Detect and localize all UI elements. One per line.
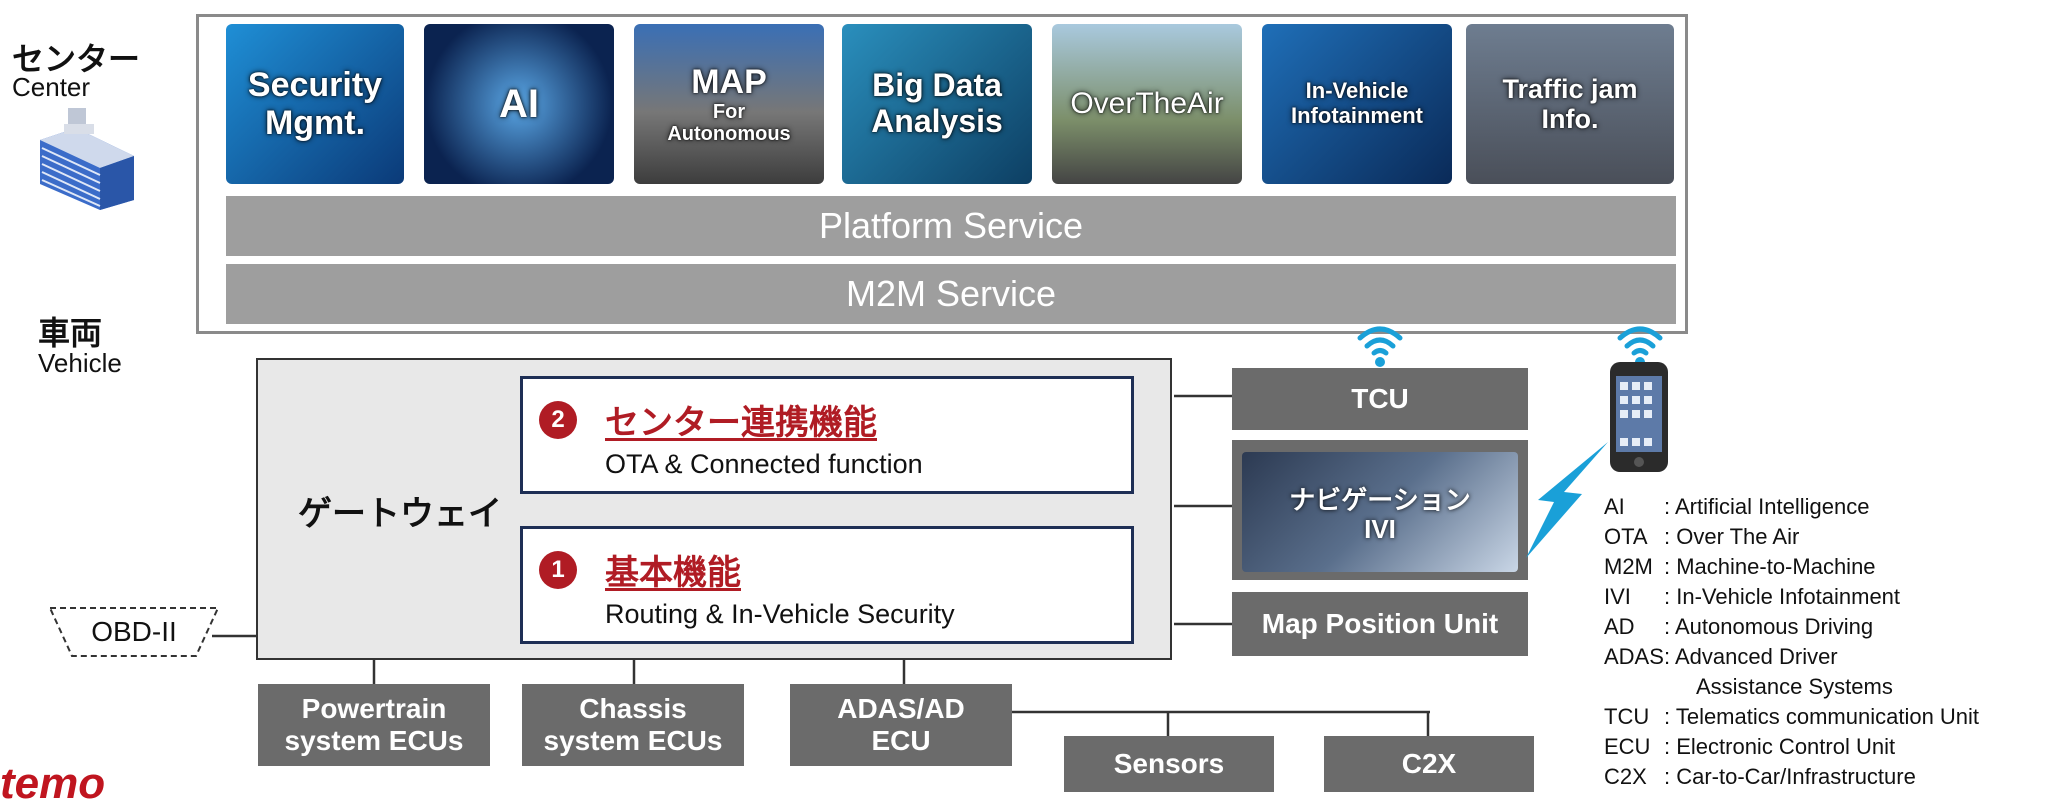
tile-text: Security [247, 65, 383, 104]
legend-row: TCU : Telematics communication Unit [1604, 704, 2044, 734]
tile-text: MAP [691, 62, 767, 101]
tile-text: Traffic jam [1502, 73, 1638, 104]
obd-label: OBD-II [91, 616, 177, 647]
legend-abbr: AI [1604, 494, 1625, 519]
legend-abbr: M2M [1604, 554, 1653, 579]
ecu-label: Powertrain [301, 692, 447, 724]
tile-traffic-jam: Traffic jam Info. [1466, 24, 1674, 184]
m2m-service-bar: M2M Service [226, 264, 1676, 324]
building-icon [40, 108, 134, 210]
tile-text: Infotainment [1291, 103, 1423, 128]
tile-security-mgmt: Security Mgmt. [226, 24, 404, 184]
legend-row: C2X : Car-to-Car/Infrastructure [1604, 764, 2044, 794]
tile-text: AI [499, 81, 539, 126]
vehicle-label-jp: 車両 [38, 314, 103, 352]
tcu-box: TCU [1232, 368, 1528, 430]
adas-ecu-box: ADAS/AD ECU [790, 684, 1012, 766]
navigation-ivi-box: ナビゲーション IVI [1232, 440, 1528, 580]
ivi-label: IVI [1364, 514, 1396, 544]
legend-row: OTA : Over The Air [1604, 524, 2044, 554]
ecu-label: system ECUs [284, 725, 464, 756]
function-title: 基本機能 [605, 553, 741, 593]
legend-abbr: ECU [1604, 734, 1651, 759]
tile-ai: AI [424, 24, 614, 184]
vehicle-label-en: Vehicle [38, 348, 122, 378]
tile-text: Mgmt. [264, 104, 366, 142]
legend-abbr: ADAS [1604, 644, 1664, 669]
tile-text: Big Data [872, 67, 1002, 104]
legend-abbr: TCU [1604, 704, 1650, 729]
legend-abbr: C2X [1604, 764, 1647, 789]
legend-row: AD : Autonomous Driving [1604, 614, 2044, 644]
center-label-jp: センター [12, 40, 141, 78]
legend-desc: : Over The Air [1664, 524, 1800, 549]
function-box-basic: 1 基本機能 Routing & In-Vehicle Security [520, 526, 1134, 644]
function-number-badge: 1 [539, 551, 577, 589]
legend-row: AI : Artificial Intelligence [1604, 494, 2044, 524]
tile-text: Autonomous [667, 123, 791, 146]
company-logo: temo [0, 759, 106, 808]
legend-row: M2M : Machine-to-Machine [1604, 554, 2044, 584]
legend-desc: : Advanced Driver [1664, 644, 1838, 669]
tile-over-the-air: OverTheAir [1052, 24, 1242, 184]
legend-desc: : In-Vehicle Infotainment [1664, 584, 1901, 609]
ecu-label: system ECUs [543, 725, 723, 756]
function-title: センター連携機能 [605, 403, 877, 443]
legend-row: ECU : Electronic Control Unit [1604, 734, 2044, 764]
legend-row: IVI : In-Vehicle Infotainment [1604, 584, 2044, 614]
smartphone-icon [1610, 362, 1668, 472]
ecu-label: Chassis [579, 692, 687, 724]
legend-row: Assistance Systems [1604, 674, 2044, 704]
tile-text: OverTheAir [1070, 87, 1224, 121]
legend-abbr: IVI [1604, 584, 1631, 609]
navigation-screen-icon [1242, 452, 1518, 572]
sensors-box: Sensors [1064, 736, 1274, 792]
function-box-center-link: 2 センター連携機能 OTA & Connected function [520, 376, 1134, 494]
c2x-box: C2X [1324, 736, 1534, 792]
legend-desc: : Autonomous Driving [1664, 614, 1874, 639]
legend-abbr: AD [1604, 614, 1635, 639]
legend-desc: : Car-to-Car/Infrastructure [1664, 764, 1916, 789]
chassis-ecu-box: Chassis system ECUs [522, 684, 744, 766]
wifi-icon [1357, 326, 1403, 367]
tile-map-autonomous: MAP For Autonomous [634, 24, 824, 184]
function-number-badge: 2 [539, 401, 577, 439]
legend-desc: : Machine-to-Machine [1664, 554, 1876, 579]
legend-desc: Assistance Systems [1696, 674, 1893, 699]
legend-abbr [1604, 674, 1696, 704]
tile-text: For [712, 100, 746, 123]
navigation-label: ナビゲーション [1289, 485, 1471, 515]
tile-in-vehicle-infotainment: In-Vehicle Infotainment [1262, 24, 1452, 184]
obd-connector-shape [48, 607, 220, 657]
powertrain-ecu-box: Powertrain system ECUs [258, 684, 490, 766]
tile-big-data: Big Data Analysis [842, 24, 1032, 184]
legend-abbr: OTA [1604, 524, 1648, 549]
tile-text: Info. [1541, 104, 1599, 134]
legend-desc: : Telematics communication Unit [1664, 704, 1980, 729]
platform-service-bar: Platform Service [226, 196, 1676, 256]
tile-text: In-Vehicle [1305, 78, 1409, 104]
tile-text: Analysis [871, 103, 1003, 139]
abbreviation-legend: AI : Artificial Intelligence OTA : Over Th… [1604, 494, 2044, 794]
center-label-en: Center [12, 72, 91, 102]
function-subtitle: OTA & Connected function [605, 449, 923, 479]
legend-desc: : Artificial Intelligence [1664, 494, 1870, 519]
map-position-unit-box: Map Position Unit [1232, 592, 1528, 656]
ecu-label: ADAS/AD [837, 692, 965, 724]
gateway-title: ゲートウェイ [298, 494, 502, 534]
function-subtitle: Routing & In-Vehicle Security [605, 599, 955, 629]
legend-row: ADAS: Advanced Driver [1604, 644, 2044, 674]
legend-desc: : Electronic Control Unit [1664, 734, 1896, 759]
lightning-icon [1526, 442, 1608, 558]
ecu-label: ECU [871, 725, 931, 756]
